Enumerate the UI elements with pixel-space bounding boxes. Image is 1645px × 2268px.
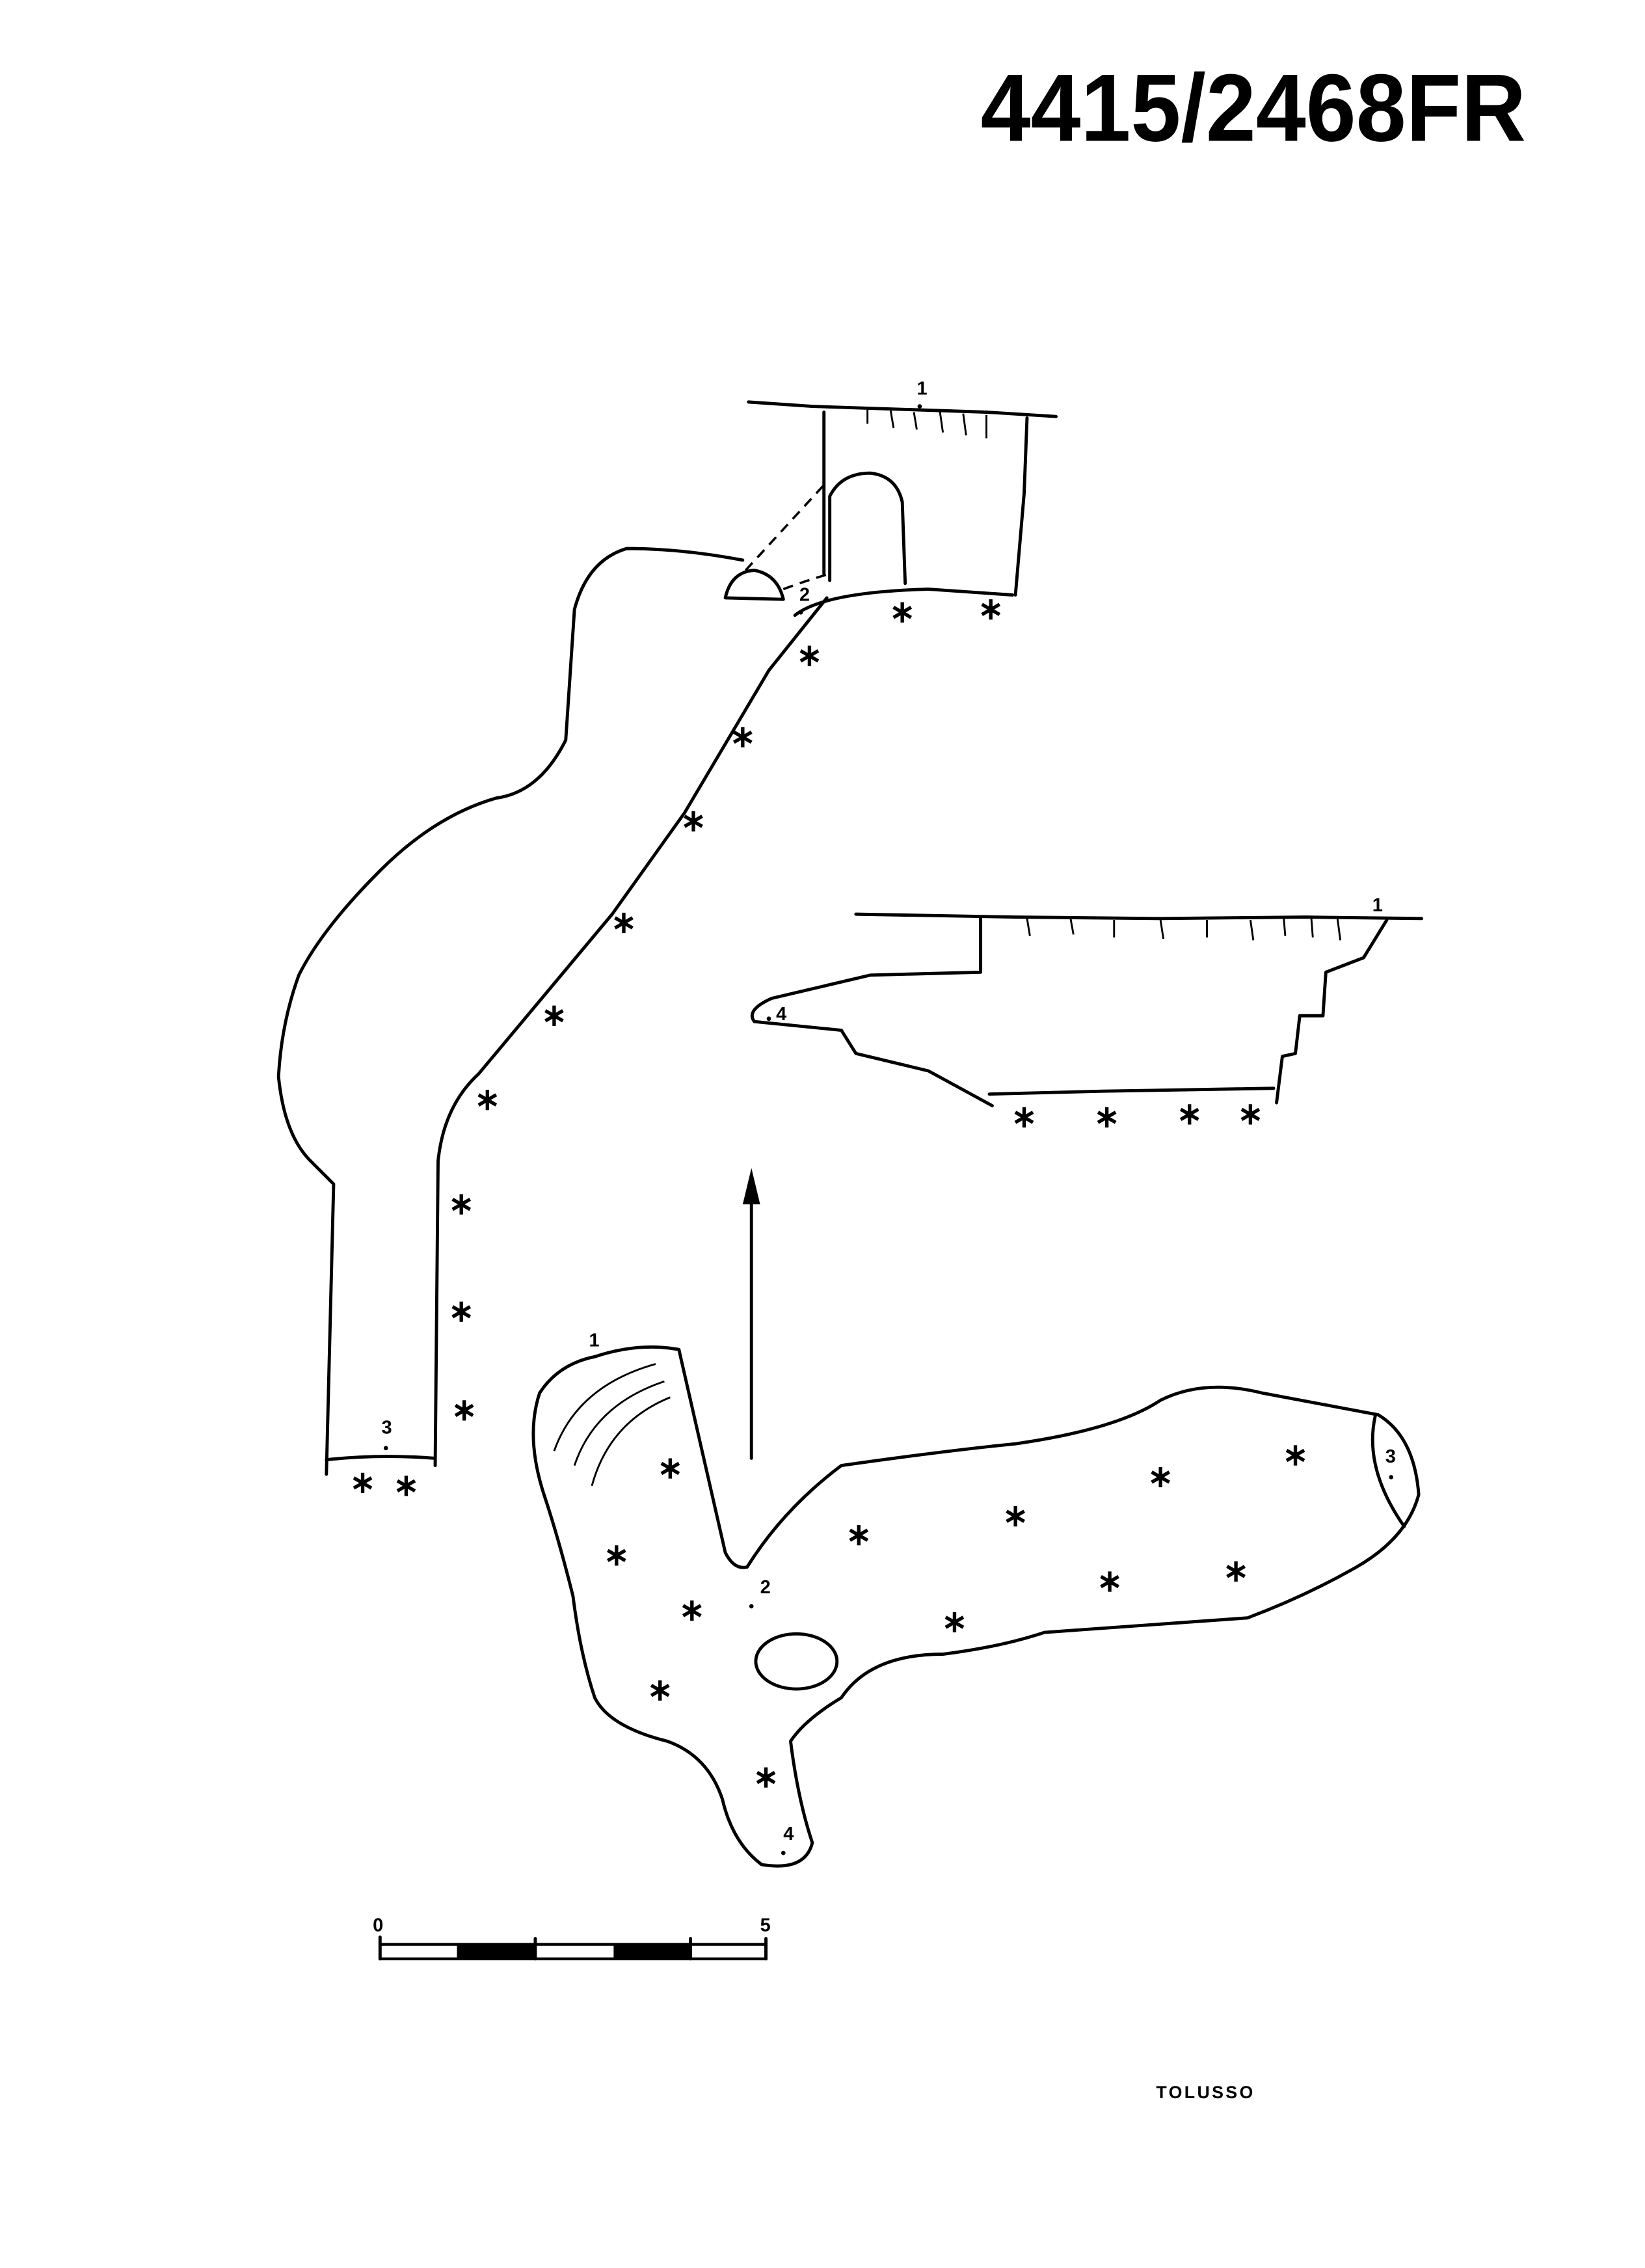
asterisk-mark (1006, 1506, 1025, 1527)
north-arrow-head-icon (742, 1168, 760, 1205)
profile-ground-surface (747, 400, 1058, 418)
profile-entrance-shaft (822, 411, 1029, 597)
station-dot (749, 1604, 754, 1609)
asterisk-mark (614, 912, 634, 934)
asterisk-mark (944, 1612, 965, 1633)
scale-bar-segment (613, 1944, 691, 1959)
survey-id-title: 4415/2468FR (981, 55, 1527, 161)
profile-surface-ticks (866, 409, 987, 439)
station-dot (798, 610, 803, 615)
plan-rock-island (754, 1632, 839, 1691)
profile-dashed-connection (744, 481, 828, 591)
station-dot (917, 404, 922, 409)
asterisk-mark (353, 1472, 373, 1493)
asterisk-mark (451, 1301, 472, 1322)
asterisk-mark (544, 1005, 564, 1026)
plan-slope-hatching (553, 1363, 671, 1487)
scale-bar-frame (379, 1943, 768, 1961)
asterisk-mark (756, 1767, 776, 1788)
cross-section-ground-surface (854, 912, 1424, 921)
north-arrow (742, 1168, 760, 1460)
asterisk-mark (396, 1476, 416, 1496)
plan-view: 1 2 3 4 (531, 1330, 1421, 1868)
plan-station-1: 1 (589, 1330, 599, 1351)
profile-station-3: 3 (382, 1418, 392, 1438)
author-credit: TOLUSSO (1156, 2083, 1255, 2102)
profile-side-niche (723, 569, 785, 601)
profile-section: 2 1 3 (276, 379, 1058, 1476)
asterisk-mark (660, 1458, 680, 1479)
cross-section-station-1: 1 (1372, 895, 1383, 916)
profile-floor-top (793, 587, 1015, 617)
plan-station-3: 3 (1385, 1446, 1396, 1467)
asterisk-mark (849, 1525, 869, 1546)
profile-bottom (325, 1455, 437, 1462)
asterisk-mark (799, 645, 820, 666)
asterisk-mark (606, 1545, 626, 1566)
asterisk-mark (981, 599, 1001, 620)
asterisk-mark (684, 811, 703, 832)
asterisk-mark (1285, 1445, 1305, 1466)
plan-end-wall (1371, 1414, 1406, 1528)
debris-symbols (353, 599, 1305, 1788)
profile-station-2: 2 (799, 584, 810, 605)
plan-outline (531, 1345, 1421, 1868)
station-dot (1389, 1475, 1394, 1479)
profile-outer-wall (276, 547, 745, 1476)
asterisk-mark (650, 1680, 670, 1701)
cross-section-left-wall (750, 915, 994, 1107)
scale-bar: 0 5 (373, 1915, 771, 1961)
asterisk-mark (1226, 1561, 1246, 1582)
station-dot (383, 1446, 388, 1451)
asterisk-mark (1100, 1571, 1119, 1592)
asterisk-mark (1179, 1104, 1199, 1125)
scale-bar-start-label: 0 (373, 1915, 383, 1936)
cross-section-floor (987, 1087, 1276, 1096)
profile-inner-wall (433, 596, 829, 1468)
asterisk-mark (682, 1600, 702, 1621)
cross-section-station-4: 4 (776, 1004, 786, 1025)
cross-section-surface-ticks (1026, 918, 1342, 941)
profile-pillar (828, 471, 907, 586)
asterisk-mark (451, 1194, 472, 1215)
asterisk-mark (1151, 1466, 1170, 1488)
asterisk-mark (1014, 1107, 1034, 1127)
scale-bar-segment (457, 1944, 535, 1959)
asterisk-mark (1240, 1104, 1261, 1125)
scale-bar-end-label: 5 (760, 1915, 771, 1936)
asterisk-mark (477, 1089, 498, 1111)
cross-section: 1 4 (750, 895, 1424, 1107)
asterisk-mark (892, 602, 913, 623)
asterisk-mark (732, 727, 753, 748)
plan-station-2: 2 (760, 1577, 771, 1598)
scale-bar-ticks (378, 1935, 768, 1961)
profile-station-1: 1 (916, 379, 927, 399)
asterisk-mark (454, 1400, 474, 1421)
asterisk-mark (1097, 1107, 1117, 1127)
plan-station-4: 4 (783, 1824, 794, 1844)
cross-section-right-wall (1275, 918, 1389, 1105)
station-dot (766, 1016, 771, 1021)
station-dot (781, 1850, 786, 1856)
